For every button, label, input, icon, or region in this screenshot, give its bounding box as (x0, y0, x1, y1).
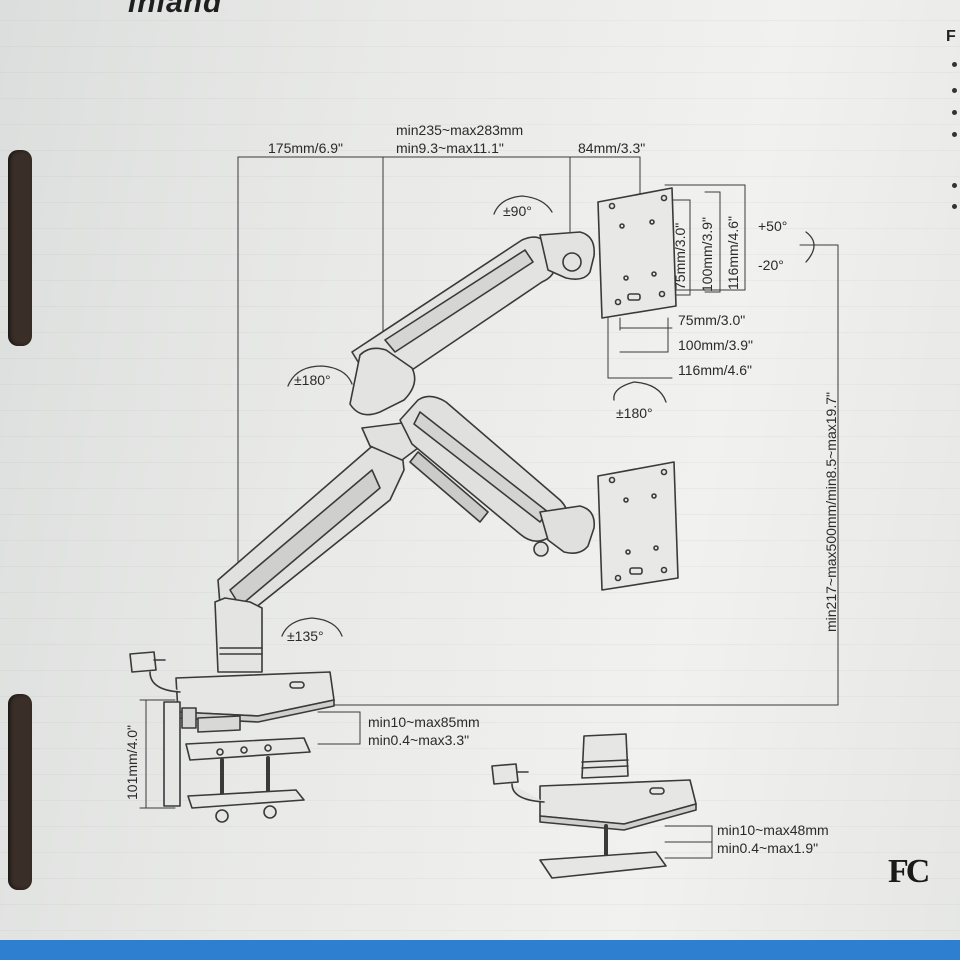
corrugation-line (0, 696, 960, 697)
dim-vesa-116-horizontal: 116mm/4.6" (678, 362, 752, 378)
corrugation-line (0, 670, 960, 671)
power-plug (129, 651, 181, 693)
dim-height-range: min217~max500mm/min8.5~max19.7" (823, 392, 839, 632)
corrugation-line (0, 332, 960, 333)
rot-swivel-head: ±90° (503, 203, 532, 219)
brand-logo: inland (128, 0, 223, 19)
bullet-mark (952, 204, 957, 209)
corrugation-line (0, 644, 960, 645)
corrugation-line (0, 358, 960, 359)
corrugation-line (0, 176, 960, 177)
corrugation-line (0, 384, 960, 385)
corrugation-line (0, 618, 960, 619)
rot-base-swivel: ±135° (287, 628, 324, 644)
corrugation-line (0, 852, 960, 853)
corrugation-line (0, 150, 960, 151)
corrugation-line (0, 592, 960, 593)
pole (214, 597, 263, 673)
box-handle-bottom (8, 694, 32, 890)
dimension-lines (139, 156, 839, 859)
corrugation-line (0, 748, 960, 749)
corrugation-line (0, 410, 960, 411)
vesa-plate-lowered (597, 461, 679, 591)
bullet-mark (952, 183, 957, 188)
dim-clamp-range-in: min0.4~max3.3" (368, 732, 470, 748)
bullet-mark (952, 132, 957, 137)
corrugation-line (0, 904, 960, 905)
bullet-mark (952, 88, 957, 93)
bullet-mark (952, 62, 957, 67)
corrugation-line (0, 254, 960, 255)
forearm (217, 421, 421, 617)
fcc-logo: FC (888, 853, 930, 890)
dim-vesa-75-horizontal: 75mm/3.0" (678, 312, 746, 328)
corrugation-line (0, 774, 960, 775)
corrugation-line (0, 540, 960, 541)
corrugation-line (0, 800, 960, 801)
corrugation-line (0, 722, 960, 723)
side-heading: F (946, 28, 956, 45)
dim-head-offset: 84mm/3.3" (578, 140, 646, 156)
upper-arm-lowered (399, 395, 596, 557)
blue-band (0, 940, 960, 960)
upper-arm-extended (349, 231, 596, 416)
bullet-mark (952, 110, 957, 115)
clamp-base (163, 671, 335, 823)
dim-vesa-100-vertical: 100mm/3.9" (699, 216, 715, 292)
corrugation-line (0, 826, 960, 827)
dim-vesa-75-vertical: 75mm/3.0" (672, 222, 688, 290)
corrugation-line (0, 72, 960, 73)
rot-screen: ±180° (616, 405, 653, 421)
dim-clamp-range-mm: min10~max85mm (368, 714, 480, 730)
corrugation-line (0, 124, 960, 125)
corrugation-line (0, 46, 960, 47)
corrugation-line (0, 930, 960, 931)
corrugation-line (0, 566, 960, 567)
dim-clamp-height: 101mm/4.0" (124, 724, 140, 800)
vesa-plate-extended (597, 187, 677, 319)
dim-vesa-116-vertical: 116mm/4.6" (725, 216, 741, 290)
rot-tilt-up: +50° (758, 218, 788, 234)
dim-vesa-100-horizontal: 100mm/3.9" (678, 337, 754, 353)
rot-tilt-down: -20° (758, 257, 784, 273)
corrugation-line (0, 878, 960, 879)
dim-grommet-range-mm: min10~max48mm (717, 822, 829, 838)
dim-grommet-range-in: min0.4~max1.9" (717, 840, 819, 856)
corrugation-line (0, 98, 960, 99)
corrugation-line (0, 20, 960, 21)
dim-arm-span-in: min9.3~max11.1" (396, 140, 504, 156)
dim-base-to-pole: 175mm/6.9" (268, 140, 344, 156)
box-handle-top (8, 150, 32, 346)
rotation-arrows (281, 195, 815, 637)
grommet-base (491, 733, 697, 879)
dim-arm-span-mm: min235~max283mm (396, 122, 524, 138)
corrugation-line (0, 202, 960, 203)
rot-elbow: ±180° (294, 372, 331, 388)
corrugation-line (0, 228, 960, 229)
